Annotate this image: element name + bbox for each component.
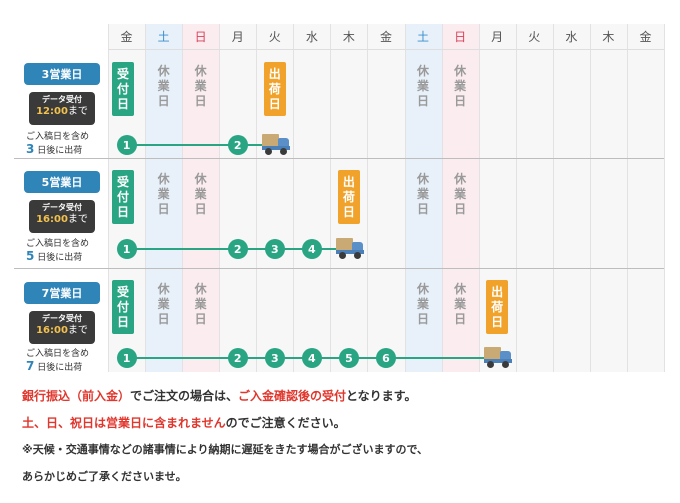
holiday-label: 休業日 bbox=[194, 64, 207, 108]
deadline-suffix: まで bbox=[67, 325, 88, 336]
day-header: 木 bbox=[342, 30, 355, 44]
ship-day-label: 出荷日 bbox=[337, 170, 360, 224]
deadline-label: データ受付 bbox=[42, 95, 82, 104]
day-column bbox=[219, 24, 257, 372]
deadline-label: データ受付 bbox=[42, 203, 82, 212]
receive-day-label: 受付日 bbox=[112, 280, 134, 334]
delivery-truck-icon bbox=[335, 236, 366, 260]
holiday-label: 休業日 bbox=[157, 282, 170, 326]
step-circle: 6 bbox=[376, 348, 396, 368]
deadline-time: 16:00 bbox=[36, 214, 68, 225]
day-header: 日 bbox=[194, 30, 207, 44]
holiday-label: 休業日 bbox=[194, 282, 207, 326]
step-circle: 2 bbox=[227, 239, 248, 259]
holiday-label: 休業日 bbox=[157, 172, 170, 216]
day-header: 月 bbox=[491, 30, 504, 44]
note-line: ご入稿日を含め bbox=[26, 239, 90, 249]
deadline-time: 12:00 bbox=[36, 106, 68, 117]
holiday-label: 休業日 bbox=[454, 282, 467, 326]
step-circle: 4 bbox=[301, 239, 322, 259]
day-header: 木 bbox=[602, 30, 615, 44]
deadline-suffix: まで bbox=[67, 214, 88, 225]
lead-time-note: ご入稿日を含め 3 日後に出荷 bbox=[26, 131, 110, 157]
day-header: 月 bbox=[231, 30, 244, 44]
day-column bbox=[404, 24, 442, 372]
notice-holidays: 土、日、祝日は営業日に含まれませんのでご注意ください。 bbox=[22, 416, 346, 430]
deadline-label: データ受付 bbox=[42, 314, 82, 323]
deadline-badge: データ受付 12:00まで bbox=[29, 92, 95, 125]
step-circle: 3 bbox=[264, 239, 285, 259]
day-header: 水 bbox=[305, 30, 318, 44]
receive-day-label: 受付日 bbox=[112, 170, 134, 224]
step-circle: 1 bbox=[116, 135, 137, 155]
notice-apology: あらかじめご了承くださいませ。 bbox=[22, 470, 187, 483]
plan-title: 7営業日 bbox=[24, 282, 100, 304]
plan-title: 5営業日 bbox=[24, 171, 100, 193]
step-circle: 1 bbox=[116, 348, 137, 368]
holiday-label: 休業日 bbox=[417, 172, 430, 216]
deadline-suffix: まで bbox=[67, 106, 88, 117]
step-circle: 2 bbox=[227, 135, 248, 155]
step-circle: 5 bbox=[338, 348, 359, 368]
lead-days: 3 bbox=[26, 142, 35, 156]
day-header: 火 bbox=[528, 30, 541, 44]
ship-day-label: 出荷日 bbox=[486, 280, 509, 334]
holiday-label: 休業日 bbox=[454, 172, 467, 216]
deadline-badge: データ受付 16:00まで bbox=[29, 311, 95, 344]
day-header: 土 bbox=[417, 30, 430, 44]
deadline-time: 16:00 bbox=[36, 325, 68, 336]
lead-time-note: ご入稿日を含め 5 日後に出荷 bbox=[26, 238, 110, 264]
holiday-label: 休業日 bbox=[157, 64, 170, 108]
day-header: 金 bbox=[379, 30, 392, 44]
step-circle: 1 bbox=[116, 239, 137, 259]
plan-title: 3営業日 bbox=[24, 63, 100, 85]
notice-delay: ※天候・交通事情などの諸事情により納期に遅延をきたす場合がございますので、 bbox=[22, 443, 429, 456]
day-header: 水 bbox=[565, 30, 578, 44]
calendar-grid: 金土日月火水木金土日月火水木金 bbox=[108, 24, 665, 372]
note-line: ご入稿日を含め bbox=[26, 349, 90, 359]
row-separator bbox=[14, 268, 664, 269]
day-header: 土 bbox=[157, 30, 170, 44]
delivery-truck-icon bbox=[261, 132, 292, 156]
ship-day-label: 出荷日 bbox=[263, 62, 286, 116]
day-header: 日 bbox=[454, 30, 467, 44]
lead-days: 5 bbox=[26, 249, 35, 263]
day-header: 火 bbox=[268, 30, 281, 44]
lead-time-note: ご入稿日を含め 7 日後に出荷 bbox=[26, 348, 110, 374]
step-circle: 3 bbox=[264, 348, 285, 368]
grid-line bbox=[108, 49, 664, 50]
note-line: 日後に出荷 bbox=[37, 146, 83, 156]
step-circle: 2 bbox=[227, 348, 248, 368]
day-column bbox=[145, 24, 183, 372]
holiday-label: 休業日 bbox=[454, 64, 467, 108]
grid-edge bbox=[664, 24, 665, 372]
day-column bbox=[367, 24, 405, 372]
delivery-truck-icon bbox=[484, 345, 514, 369]
day-header: 金 bbox=[639, 30, 652, 44]
day-column bbox=[552, 24, 590, 372]
receive-day-label: 受付日 bbox=[112, 62, 134, 116]
day-column bbox=[626, 24, 664, 372]
step-circle: 4 bbox=[301, 348, 322, 368]
holiday-label: 休業日 bbox=[417, 64, 430, 108]
note-line: 日後に出荷 bbox=[37, 363, 83, 373]
day-column bbox=[589, 24, 627, 372]
day-header: 金 bbox=[120, 30, 133, 44]
note-line: ご入稿日を含め bbox=[26, 132, 90, 142]
day-column bbox=[182, 24, 220, 372]
note-line: 日後に出荷 bbox=[37, 253, 83, 263]
day-column bbox=[441, 24, 479, 372]
row-separator bbox=[14, 158, 664, 159]
day-column bbox=[515, 24, 553, 372]
notice-payment: 銀行振込（前入金）でご注文の場合は、ご入金確認後の受付となります。 bbox=[22, 389, 417, 403]
lead-days: 7 bbox=[26, 359, 35, 373]
day-column bbox=[293, 24, 331, 372]
holiday-label: 休業日 bbox=[194, 172, 207, 216]
timeline-line bbox=[126, 144, 265, 146]
holiday-label: 休業日 bbox=[417, 282, 430, 326]
deadline-badge: データ受付 16:00まで bbox=[29, 200, 95, 233]
